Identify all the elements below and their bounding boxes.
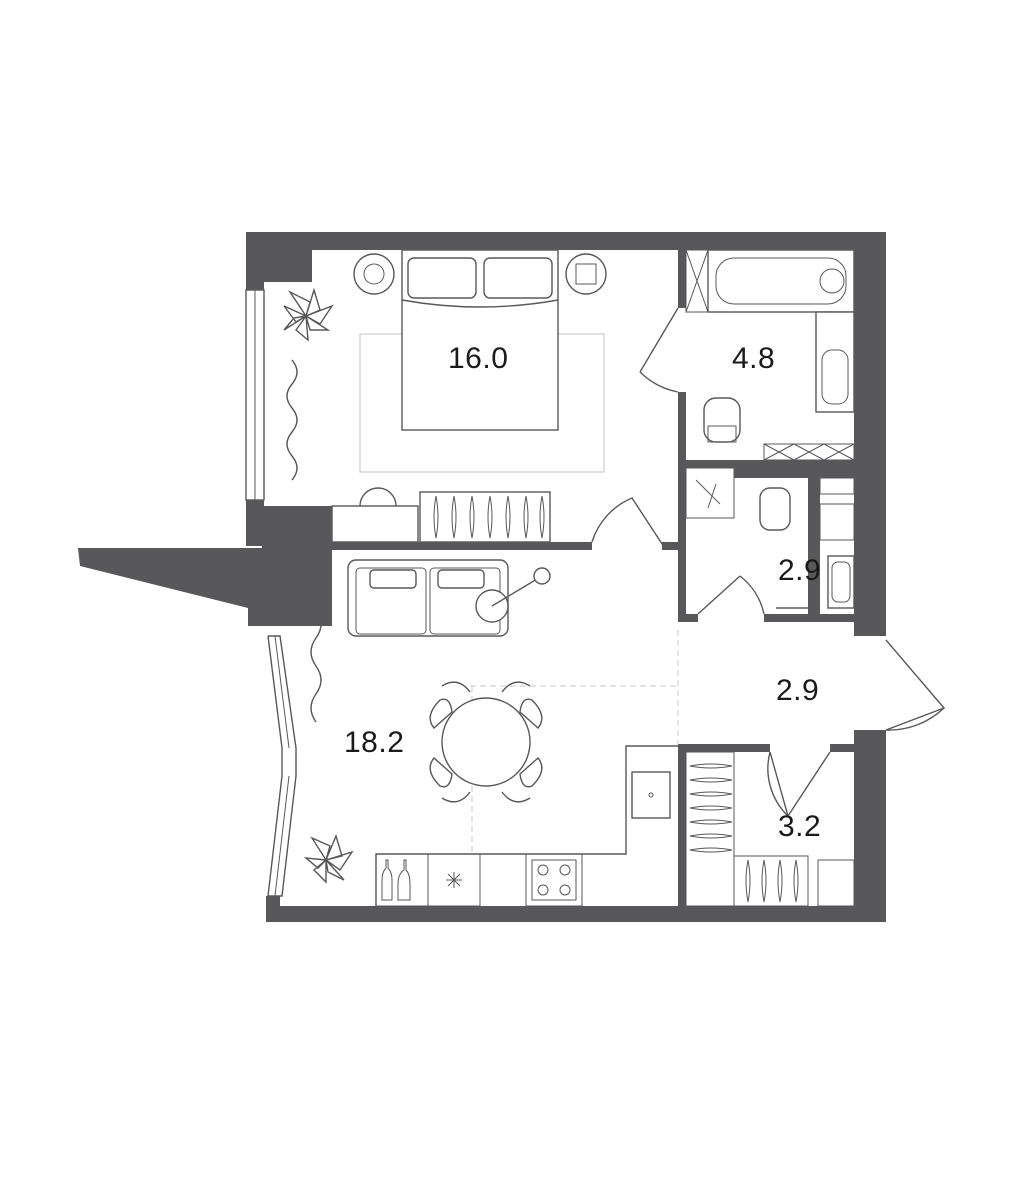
bedroom-furniture <box>283 249 607 543</box>
area-hall: 2.9 <box>776 674 819 707</box>
bottles-icon <box>381 859 411 901</box>
living-furniture <box>303 559 679 907</box>
chair-2 <box>519 698 543 730</box>
pillow-left <box>407 257 477 299</box>
walls <box>78 232 886 922</box>
chair-3 <box>429 756 453 788</box>
wc-toilet <box>759 487 791 531</box>
cooktop-icon <box>531 859 577 901</box>
area-living-kitchen: 18.2 <box>344 726 404 759</box>
nightstand-lamp-left <box>353 253 395 295</box>
wc-furniture <box>685 467 855 609</box>
wardrobe-furniture <box>685 751 855 907</box>
area-bedroom: 16.0 <box>448 342 508 375</box>
pillow-right <box>483 257 553 299</box>
doors <box>591 307 946 818</box>
kitchen-sink <box>631 771 671 819</box>
bathtub <box>707 249 855 313</box>
plant-icon <box>283 287 334 342</box>
area-wc: 2.9 <box>778 554 821 587</box>
desk <box>331 505 419 543</box>
plant-icon-living <box>303 833 354 884</box>
chair-4 <box>519 756 543 788</box>
nightstand-lamp-right <box>565 253 607 295</box>
closet-bedroom <box>419 491 551 543</box>
area-labels: 16.0 4.8 2.9 2.9 18.2 3.2 <box>344 342 821 843</box>
snowflake-icon <box>446 872 462 888</box>
area-bathroom: 4.8 <box>732 342 775 375</box>
bathroom-furniture <box>685 249 855 461</box>
bath-toilet <box>703 397 741 443</box>
dining-table <box>441 697 531 787</box>
area-wardrobe: 3.2 <box>778 810 821 843</box>
chair-1 <box>429 698 453 730</box>
windows <box>245 289 297 897</box>
